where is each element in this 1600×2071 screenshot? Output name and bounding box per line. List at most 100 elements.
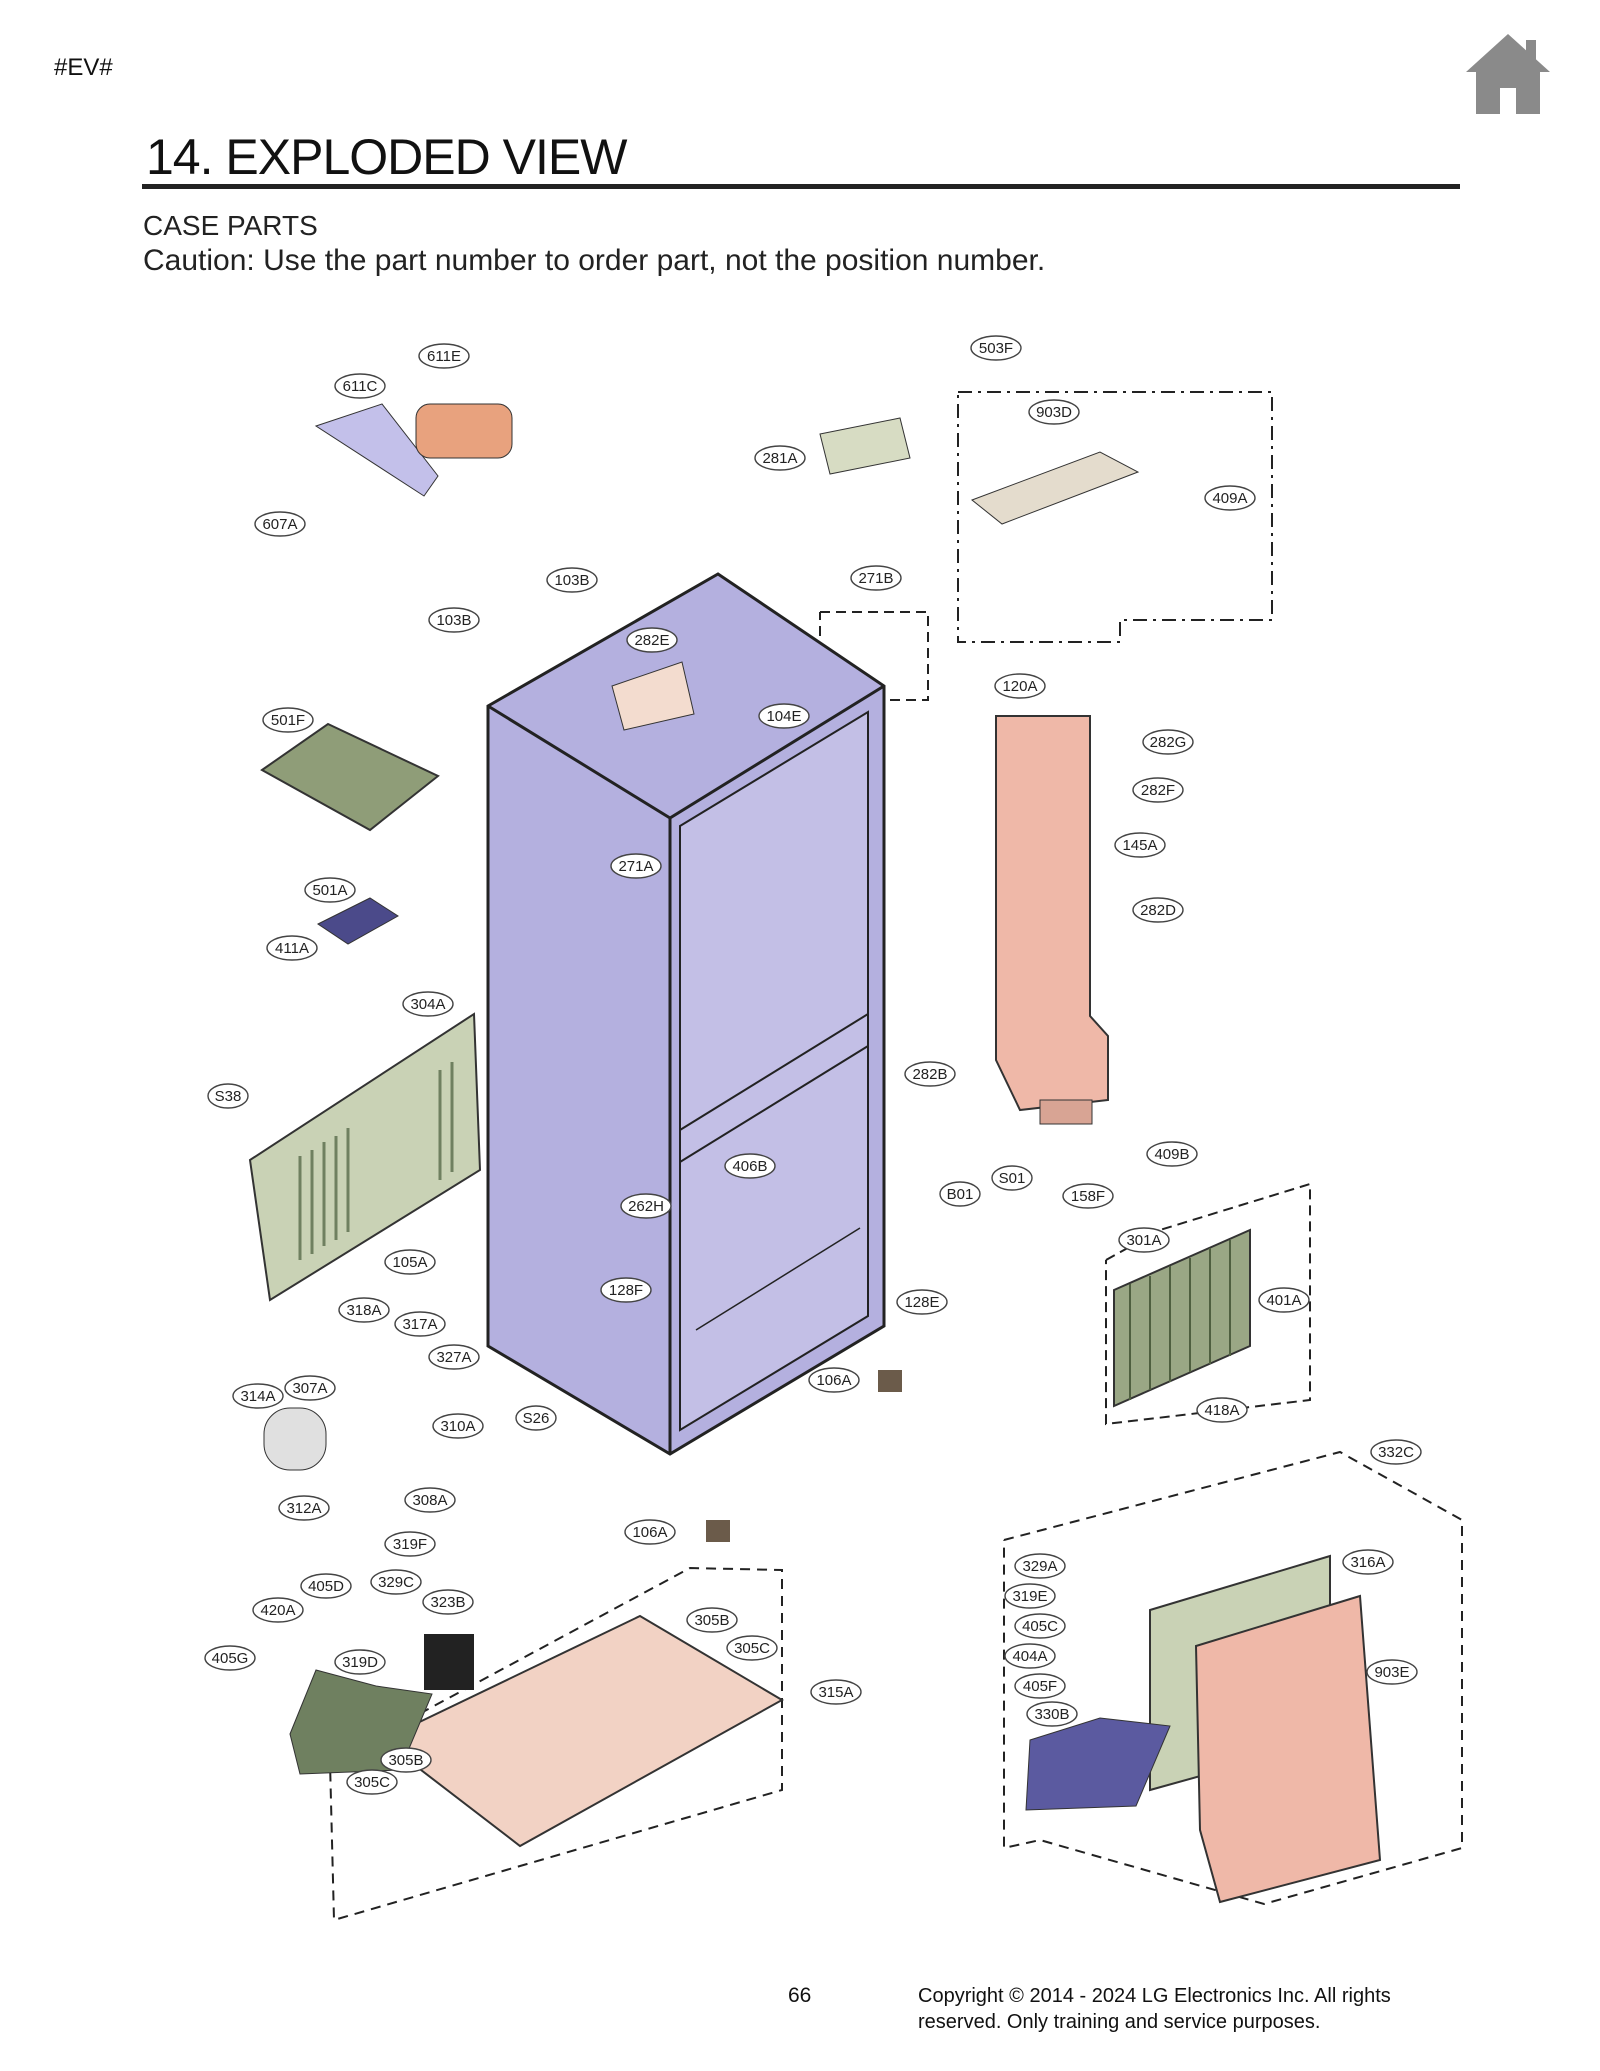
part-label-text: 404A <box>1012 1648 1047 1665</box>
part-label-text: 314A <box>240 1388 275 1405</box>
part-label-ellipse <box>600 1277 652 1303</box>
part-label-ellipse <box>1114 832 1166 858</box>
part-label-ellipse <box>1366 1659 1418 1685</box>
part-label: 316A <box>1342 1549 1394 1575</box>
part-label-text: 145A <box>1122 837 1157 854</box>
part-label-ellipse <box>254 511 306 537</box>
part-label-ellipse <box>991 1165 1033 1191</box>
part-label-text: 282F <box>1141 782 1175 799</box>
page-tag: #EV# <box>54 54 113 81</box>
part-label-text: 262H <box>628 1198 664 1215</box>
part-label-text: 305B <box>694 1612 729 1629</box>
part-label-ellipse <box>994 673 1046 699</box>
part-label-text: 323B <box>430 1594 465 1611</box>
part-label: 103B <box>428 607 480 633</box>
part-label-text: 409B <box>1154 1146 1189 1163</box>
pcb-903d <box>971 451 1140 525</box>
part-label-text: 104E <box>766 708 801 725</box>
part-label-ellipse <box>1026 1701 1078 1727</box>
part-label-text: 501F <box>271 712 305 729</box>
part-label: 323B <box>422 1589 474 1615</box>
compressor-307a <box>263 1407 327 1471</box>
part-label-ellipse <box>278 1495 330 1521</box>
part-label-ellipse <box>1014 1673 1066 1699</box>
part-label-text: 271A <box>618 858 653 875</box>
part-label-text: 304A <box>410 996 445 1013</box>
part-label-ellipse <box>394 1311 446 1337</box>
base-plate-315a <box>380 1614 785 1848</box>
tray-501f <box>260 722 440 832</box>
part-label-text: 401A <box>1266 1292 1301 1309</box>
part-label: 401A <box>1258 1287 1310 1313</box>
part-label-text: 406B <box>732 1158 767 1175</box>
title-rule <box>142 184 1460 189</box>
foot-106a-1 <box>878 1370 902 1392</box>
part-label: 332C <box>1370 1439 1422 1465</box>
part-label: 405D <box>300 1573 352 1599</box>
part-label-text: 281A <box>762 450 797 467</box>
part-label-text: S01 <box>999 1170 1026 1187</box>
part-label: 329C <box>370 1569 422 1595</box>
group-box-271b <box>819 611 929 701</box>
part-label-text: 903D <box>1036 404 1072 421</box>
part-label-ellipse <box>402 991 454 1017</box>
part-label-text: 501A <box>312 882 347 899</box>
part-label: 104E <box>758 703 810 729</box>
part-label-ellipse <box>1118 1227 1170 1253</box>
part-label-text: 329C <box>378 1574 414 1591</box>
part-label-text: 319F <box>393 1536 427 1553</box>
part-label: 317A <box>394 1311 446 1337</box>
part-label-ellipse <box>284 1375 336 1401</box>
part-label-text: 282G <box>1150 734 1187 751</box>
part-label-ellipse <box>370 1569 422 1595</box>
part-label: 103B <box>546 567 598 593</box>
part-label-ellipse <box>304 877 356 903</box>
part-label-text: 317A <box>402 1316 437 1333</box>
pcb-501a <box>317 897 399 945</box>
part-label: 420A <box>252 1597 304 1623</box>
part-label: 501F <box>262 707 314 733</box>
home-icon[interactable] <box>1460 30 1556 116</box>
part-label-text: 503F <box>979 340 1013 357</box>
part-label: 903D <box>1028 399 1080 425</box>
part-label-ellipse <box>266 935 318 961</box>
part-label: 611E <box>418 343 470 369</box>
part-label: 301A <box>1118 1227 1170 1253</box>
part-label: 405F <box>1014 1673 1066 1699</box>
part-label-ellipse <box>850 565 902 591</box>
part-label-ellipse <box>610 853 662 879</box>
page-number: 66 <box>788 1984 812 2007</box>
part-label-ellipse <box>1146 1141 1198 1167</box>
part-label-text: 418A <box>1204 1402 1239 1419</box>
part-label-text: 282B <box>912 1066 947 1083</box>
part-label-text: 405G <box>212 1650 249 1667</box>
part-label: S38 <box>207 1083 249 1109</box>
part-label: 319D <box>334 1649 386 1675</box>
part-label-ellipse <box>338 1297 390 1323</box>
part-label: 310A <box>432 1413 484 1439</box>
part-label: 318A <box>338 1297 390 1323</box>
part-label: 503F <box>970 335 1022 361</box>
part-label-ellipse <box>515 1405 557 1431</box>
part-label: 409A <box>1204 485 1256 511</box>
part-label-ellipse <box>904 1061 956 1087</box>
part-label: 282B <box>904 1061 956 1087</box>
part-label-text: 308A <box>412 1492 447 1509</box>
part-label-ellipse <box>754 445 806 471</box>
part-label: 271A <box>610 853 662 879</box>
part-label: 305B <box>686 1607 738 1633</box>
part-label: 120A <box>994 673 1046 699</box>
part-label-ellipse <box>1014 1553 1066 1579</box>
part-label-text: 329A <box>1022 1558 1057 1575</box>
motor-611e <box>415 403 513 459</box>
part-label: 262H <box>620 1193 672 1219</box>
part-label-ellipse <box>428 1344 480 1370</box>
part-label-text: 271B <box>858 570 893 587</box>
part-label-text: 106A <box>816 1372 851 1389</box>
part-label-ellipse <box>726 1635 778 1661</box>
part-label-ellipse <box>207 1083 249 1109</box>
part-label: 611C <box>334 373 386 399</box>
part-label-text: 315A <box>818 1684 853 1701</box>
part-label-text: 128E <box>904 1294 939 1311</box>
part-label: 106A <box>624 1519 676 1545</box>
